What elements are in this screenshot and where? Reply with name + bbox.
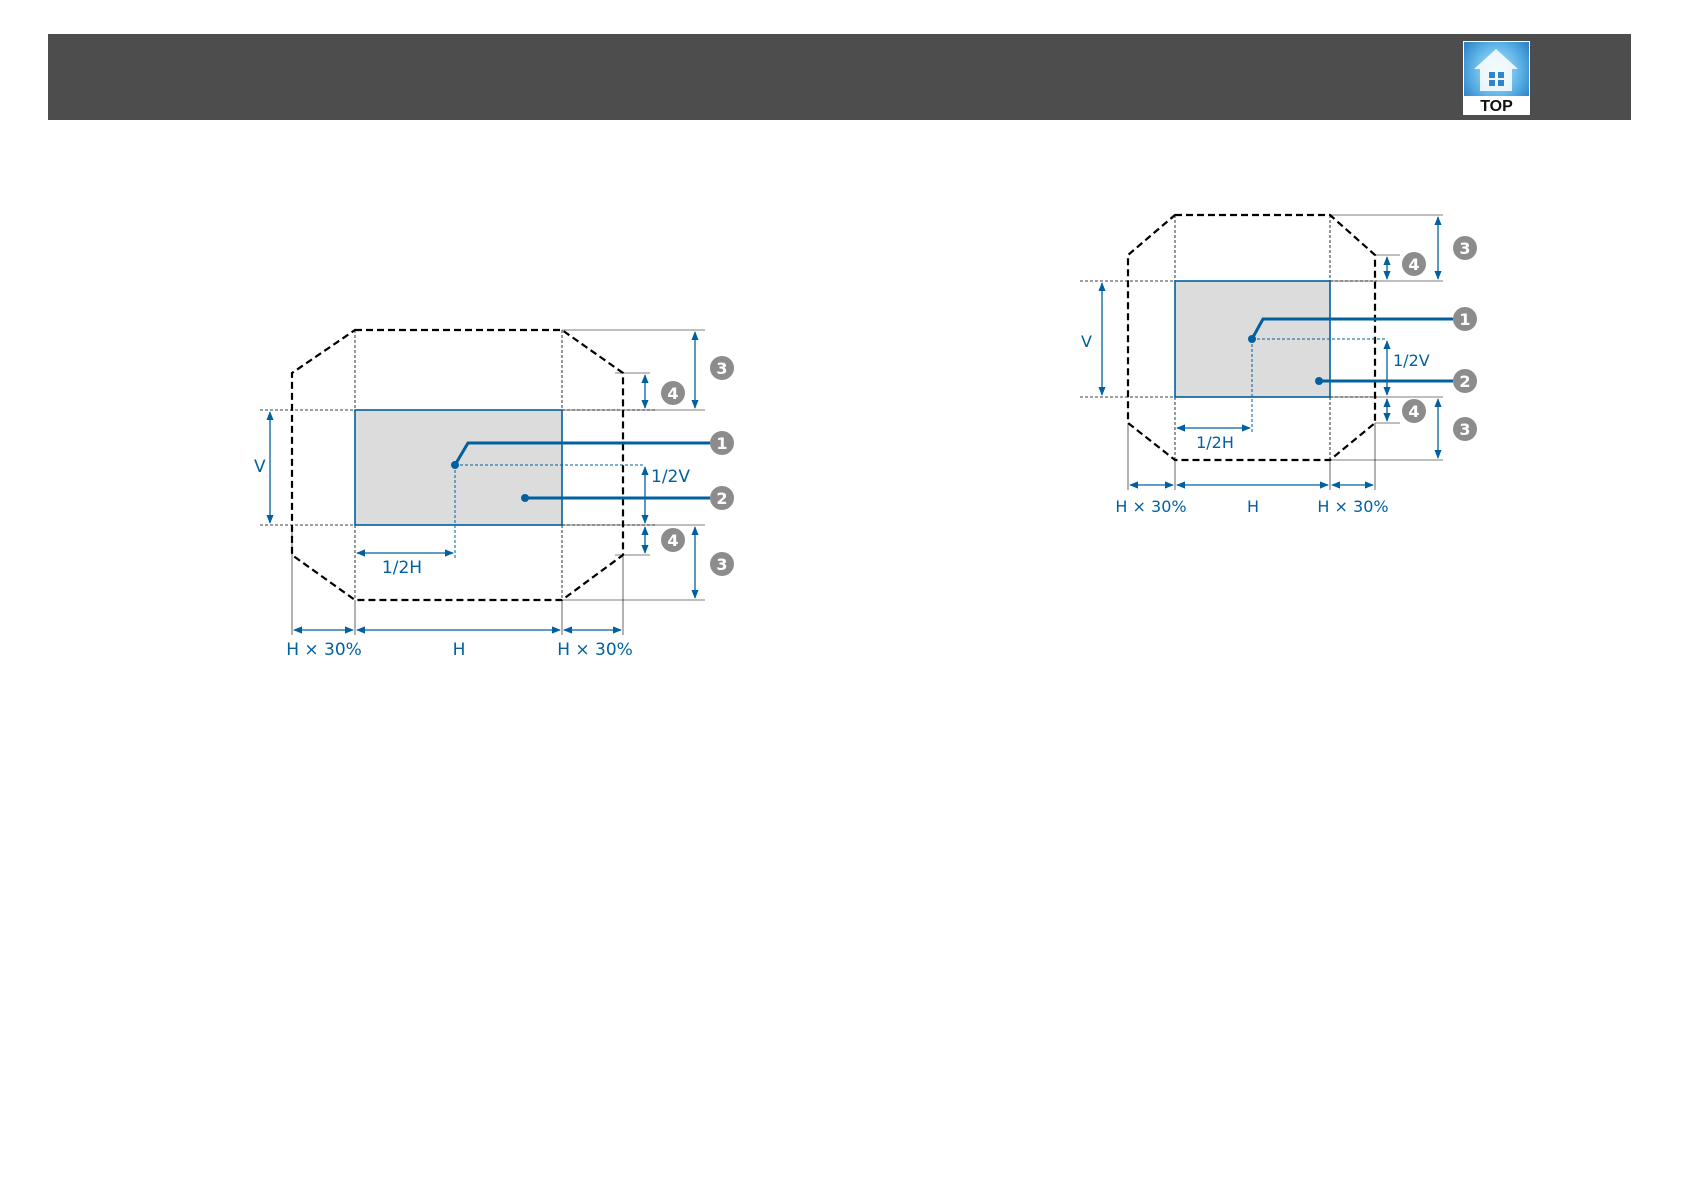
callout-4-bottom: 4: [661, 528, 685, 552]
top-button[interactable]: TOP: [1463, 41, 1530, 115]
projected-image: [355, 410, 562, 525]
dim-half-v-label: 1/2V: [651, 467, 690, 487]
dim-v-label: V: [254, 457, 266, 477]
svg-text:3: 3: [1459, 420, 1470, 439]
svg-text:4: 4: [667, 531, 678, 550]
svg-text:3: 3: [716, 555, 727, 574]
dim-half-v-label: 1/2V: [1393, 351, 1430, 370]
lens-shift-diagram-right: V 1/2V 1/2H H × 30% H H × 30% 1 2 3 4 4 …: [1055, 205, 1505, 535]
callout-3-top: 3: [710, 356, 734, 380]
dim-h-label: H: [453, 640, 466, 660]
callout-4-top: 4: [1402, 252, 1426, 276]
dim-half-h-label: 1/2H: [1196, 433, 1234, 452]
svg-text:1: 1: [1459, 310, 1470, 329]
svg-text:4: 4: [1408, 402, 1419, 421]
svg-text:2: 2: [1459, 372, 1470, 391]
lens-shift-diagram-left: V 1/2V 1/2H H × 30% H H × 30% 1 2 3 4 4 …: [240, 315, 760, 670]
dim-left-label: H × 30%: [286, 640, 362, 660]
dim-h-label: H: [1247, 497, 1259, 516]
callout-4-bottom: 4: [1402, 399, 1426, 423]
callout-2: 2: [710, 486, 734, 510]
header-bar: [48, 34, 1631, 120]
svg-text:1: 1: [716, 434, 727, 453]
svg-text:2: 2: [716, 489, 727, 508]
callout-1: 1: [710, 431, 734, 455]
dim-v-label: V: [1081, 332, 1092, 351]
callout-3-top: 3: [1453, 236, 1477, 260]
callout-3-bottom: 3: [1453, 417, 1477, 441]
callout-1: 1: [1453, 307, 1477, 331]
dim-left-label: H × 30%: [1115, 497, 1186, 516]
callout-3-bottom: 3: [710, 552, 734, 576]
callout-2: 2: [1453, 369, 1477, 393]
svg-text:3: 3: [1459, 239, 1470, 258]
svg-text:3: 3: [716, 359, 727, 378]
dim-right-label: H × 30%: [1317, 497, 1388, 516]
callout-4-top: 4: [661, 381, 685, 405]
svg-text:4: 4: [667, 384, 678, 403]
top-label: TOP: [1480, 98, 1513, 115]
dim-right-label: H × 30%: [557, 640, 633, 660]
dim-half-h-label: 1/2H: [382, 558, 422, 578]
house-icon: TOP: [1463, 41, 1530, 115]
svg-text:4: 4: [1408, 255, 1419, 274]
